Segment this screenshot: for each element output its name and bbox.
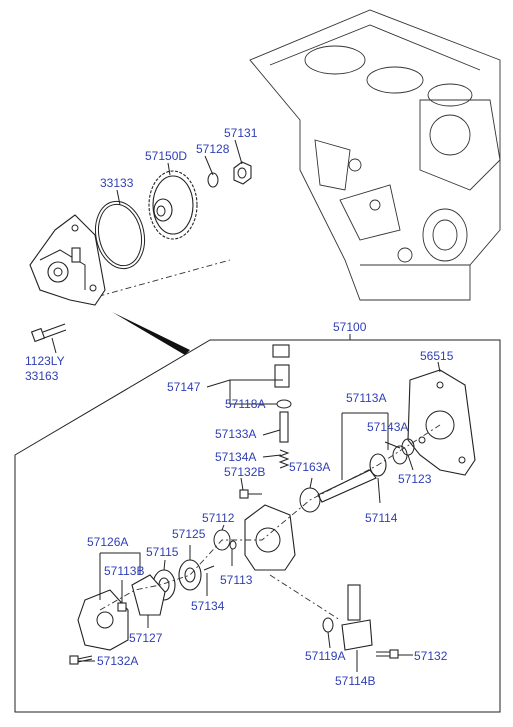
label-57147: 57147	[167, 380, 201, 394]
label-57134: 57134	[191, 599, 225, 613]
pointer-arrow	[112, 312, 190, 355]
bolt-57132	[376, 649, 399, 659]
label-57119a: 57119A	[305, 649, 345, 663]
snap-ring-57128	[207, 172, 219, 188]
rotor-57125	[178, 559, 202, 591]
label-57113b: 57113B	[104, 564, 144, 578]
o-ring-57119a	[322, 617, 334, 633]
engine-block-illustration	[249, 9, 501, 301]
label-57125: 57125	[172, 527, 206, 541]
label-33133: 33133	[100, 176, 134, 190]
label-57163a: 57163A	[289, 460, 330, 474]
label-57128: 57128	[196, 142, 230, 156]
label-57133a: 57133A	[215, 427, 256, 441]
oil-pump-assembly	[29, 214, 106, 306]
label-57127: 57127	[129, 631, 163, 645]
gear-57150d	[148, 170, 198, 240]
label-57113a: 57113A	[346, 391, 386, 405]
label-57134a: 57134A	[215, 450, 256, 464]
label-57126a: 57126A	[87, 535, 128, 549]
label-57118a: 57118A	[225, 397, 265, 411]
upper-centerline	[84, 259, 231, 301]
relief-valve-parts	[272, 344, 292, 469]
cover-plate-56515	[407, 369, 476, 476]
label-57114: 57114	[365, 511, 398, 525]
leader-lines	[51, 139, 441, 672]
o-ring-33133	[94, 200, 146, 270]
gasket-57127	[131, 574, 166, 616]
pump-body-57112	[239, 489, 296, 571]
label-57113: 57113	[220, 573, 253, 587]
label-57114b: 57114B	[335, 674, 375, 688]
label-57132a: 57132A	[97, 654, 138, 668]
label-33163: 33163	[25, 369, 59, 383]
assembly-frame	[14, 339, 501, 713]
fitting-57114b	[341, 584, 373, 651]
label-56515: 56515	[420, 349, 454, 363]
bolt-1123ly	[30, 323, 67, 343]
label-57100: 57100	[333, 320, 367, 334]
label-1123ly: 1123LY	[25, 354, 65, 368]
drive-shaft-57113a	[317, 438, 415, 503]
label-57150d: 57150D	[145, 149, 187, 163]
pin-57134	[203, 565, 215, 571]
label-57123: 57123	[398, 472, 432, 486]
label-57132b: 57132B	[224, 465, 265, 479]
label-57132: 57132	[414, 649, 448, 663]
label-57112: 57112	[202, 511, 235, 525]
label-57131: 57131	[224, 126, 258, 140]
label-57143a: 57143A	[367, 420, 408, 434]
bolt-57132a	[69, 655, 93, 665]
nut-57131	[233, 161, 252, 185]
label-57115: 57115	[146, 545, 179, 559]
pump-cover-57126a	[77, 589, 129, 651]
